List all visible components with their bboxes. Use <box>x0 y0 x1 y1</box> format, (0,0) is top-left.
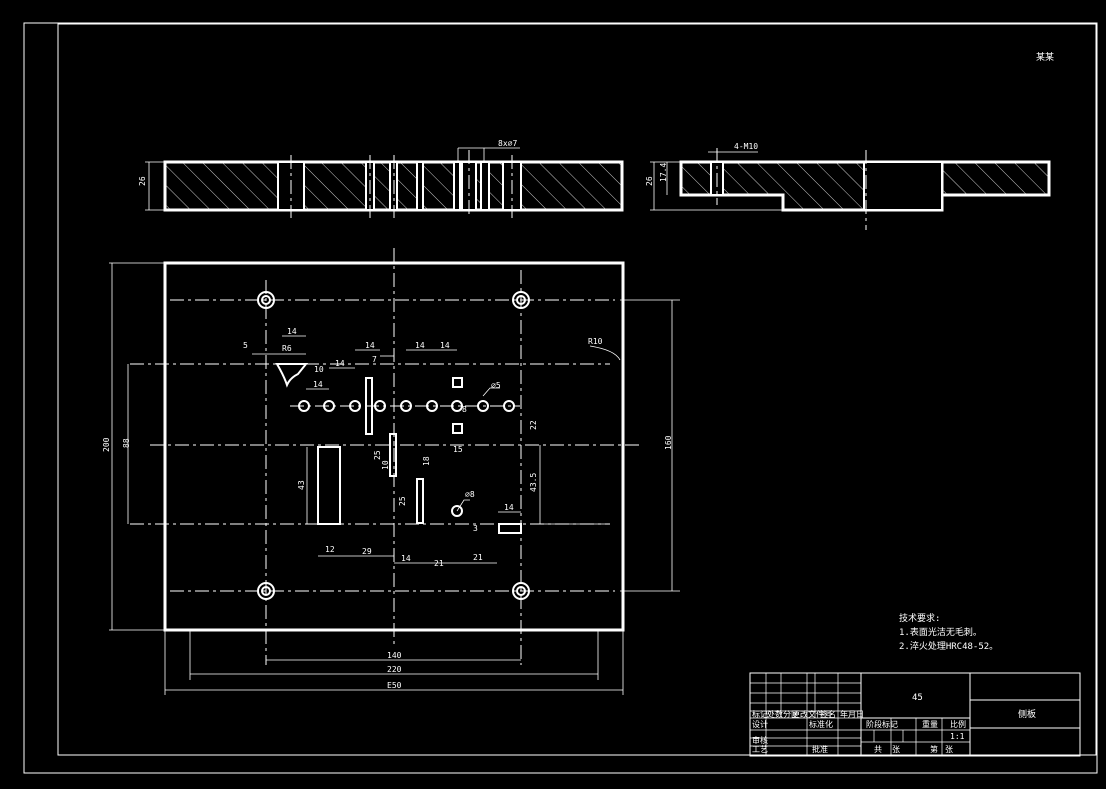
tb-review: 审核 <box>752 735 768 745</box>
dim-phi8: ⌀8 <box>465 490 475 499</box>
material-label: 45 <box>912 693 923 703</box>
tb-approve: 批准 <box>812 744 828 754</box>
tb-sign: 签名 <box>820 709 836 719</box>
technical-notes: 技术要求: 1.表面光洁无毛刺。 2.淬火处理HRC48-52。 <box>899 612 998 652</box>
dim-43: 43 <box>297 480 306 490</box>
corner-holes <box>257 291 530 600</box>
dim-140: 140 <box>387 651 402 660</box>
dim-4-m10: 4-M10 <box>734 142 758 151</box>
tb-zone: 分区 <box>783 710 799 719</box>
tb-doc: 更改文件号 <box>792 709 832 719</box>
dim-22: 22 <box>529 420 538 430</box>
dim-14-a: 14 <box>287 327 297 336</box>
title-block: 45 侧板 标记 处数 分区 更改文件号 签名 年月日 设计 标准化 审核 工艺… <box>749 672 1081 757</box>
dim-r10: R10 <box>588 337 603 346</box>
dim-250: E50 <box>387 681 402 690</box>
dim-29: 29 <box>362 547 372 556</box>
dim-12: 12 <box>325 545 335 554</box>
plan-view: 14 5 R6 10 14 14 14 7 14 14 R10 ⌀5 8 22 … <box>102 248 680 695</box>
notes-line-1: 1.表面光洁无毛刺。 <box>899 626 982 638</box>
notes-title: 技术要求: <box>899 612 940 624</box>
tb-sheet: 张 <box>945 745 953 754</box>
dim-26-a: 26 <box>138 176 147 186</box>
dim-15: 15 <box>453 445 463 454</box>
tb-design: 设计 <box>752 719 768 729</box>
dim-10-a: 10 <box>314 365 324 374</box>
dim-3: 3 <box>473 524 478 533</box>
dim-r6: R6 <box>282 344 292 353</box>
dim-14-c: 14 <box>335 359 345 368</box>
dim-160: 160 <box>664 435 673 450</box>
tb-process: 工艺 <box>752 745 768 754</box>
dim-25-b: 25 <box>398 496 407 506</box>
dim-10-b: 10 <box>381 460 390 470</box>
dim-88: 88 <box>122 438 131 448</box>
section-view-2: 4-M10 26 17.4 <box>645 142 1051 230</box>
dim-14-g: 14 <box>504 503 514 512</box>
tb-scale: 比例 <box>950 719 966 729</box>
dim-14-e: 14 <box>415 341 425 350</box>
tb-count: 处数 <box>767 709 783 719</box>
tb-sheets: 张 <box>892 745 900 754</box>
notes-line-2: 2.淬火处理HRC48-52。 <box>899 640 998 652</box>
dim-14-b: 14 <box>313 380 323 389</box>
section-view-1: 8x⌀7 26 <box>138 139 624 218</box>
dim-7: 7 <box>372 355 377 364</box>
tb-std: 标准化 <box>809 719 833 729</box>
dim-14-f: 14 <box>440 341 450 350</box>
tb-mark: 标记 <box>752 709 768 719</box>
dim-200: 200 <box>102 437 111 452</box>
tb-total: 共 <box>874 745 882 754</box>
part-name: 侧板 <box>1018 708 1036 720</box>
dim-26-b: 26 <box>645 176 654 186</box>
dim-5: 5 <box>243 341 248 350</box>
tb-stage: 阶段标记 <box>866 719 898 729</box>
tb-weight: 重量 <box>922 719 938 729</box>
dim-14-d: 14 <box>365 341 375 350</box>
tb-num: 第 <box>930 744 938 754</box>
dim-220: 220 <box>387 665 402 674</box>
dim-8: 8 <box>462 405 467 414</box>
dim-21-b: 21 <box>473 553 483 562</box>
dim-25-a: 25 <box>373 450 382 460</box>
dim-18: 18 <box>422 456 431 466</box>
dim-21-a: 21 <box>434 559 444 568</box>
hole-row <box>298 400 515 517</box>
dim-43-5: 43.5 <box>529 473 538 492</box>
tb-date: 年月日 <box>840 709 864 719</box>
inner-border <box>57 23 1097 756</box>
dim-8x7: 8x⌀7 <box>498 139 517 148</box>
outer-border <box>23 22 1098 774</box>
dim-phi5: ⌀5 <box>491 381 501 390</box>
dim-17-4: 17.4 <box>659 163 668 182</box>
dim-14-h: 14 <box>401 554 411 563</box>
tb-scale-value: 1:1 <box>950 732 965 741</box>
corner-mark: 某某 <box>1036 52 1054 63</box>
